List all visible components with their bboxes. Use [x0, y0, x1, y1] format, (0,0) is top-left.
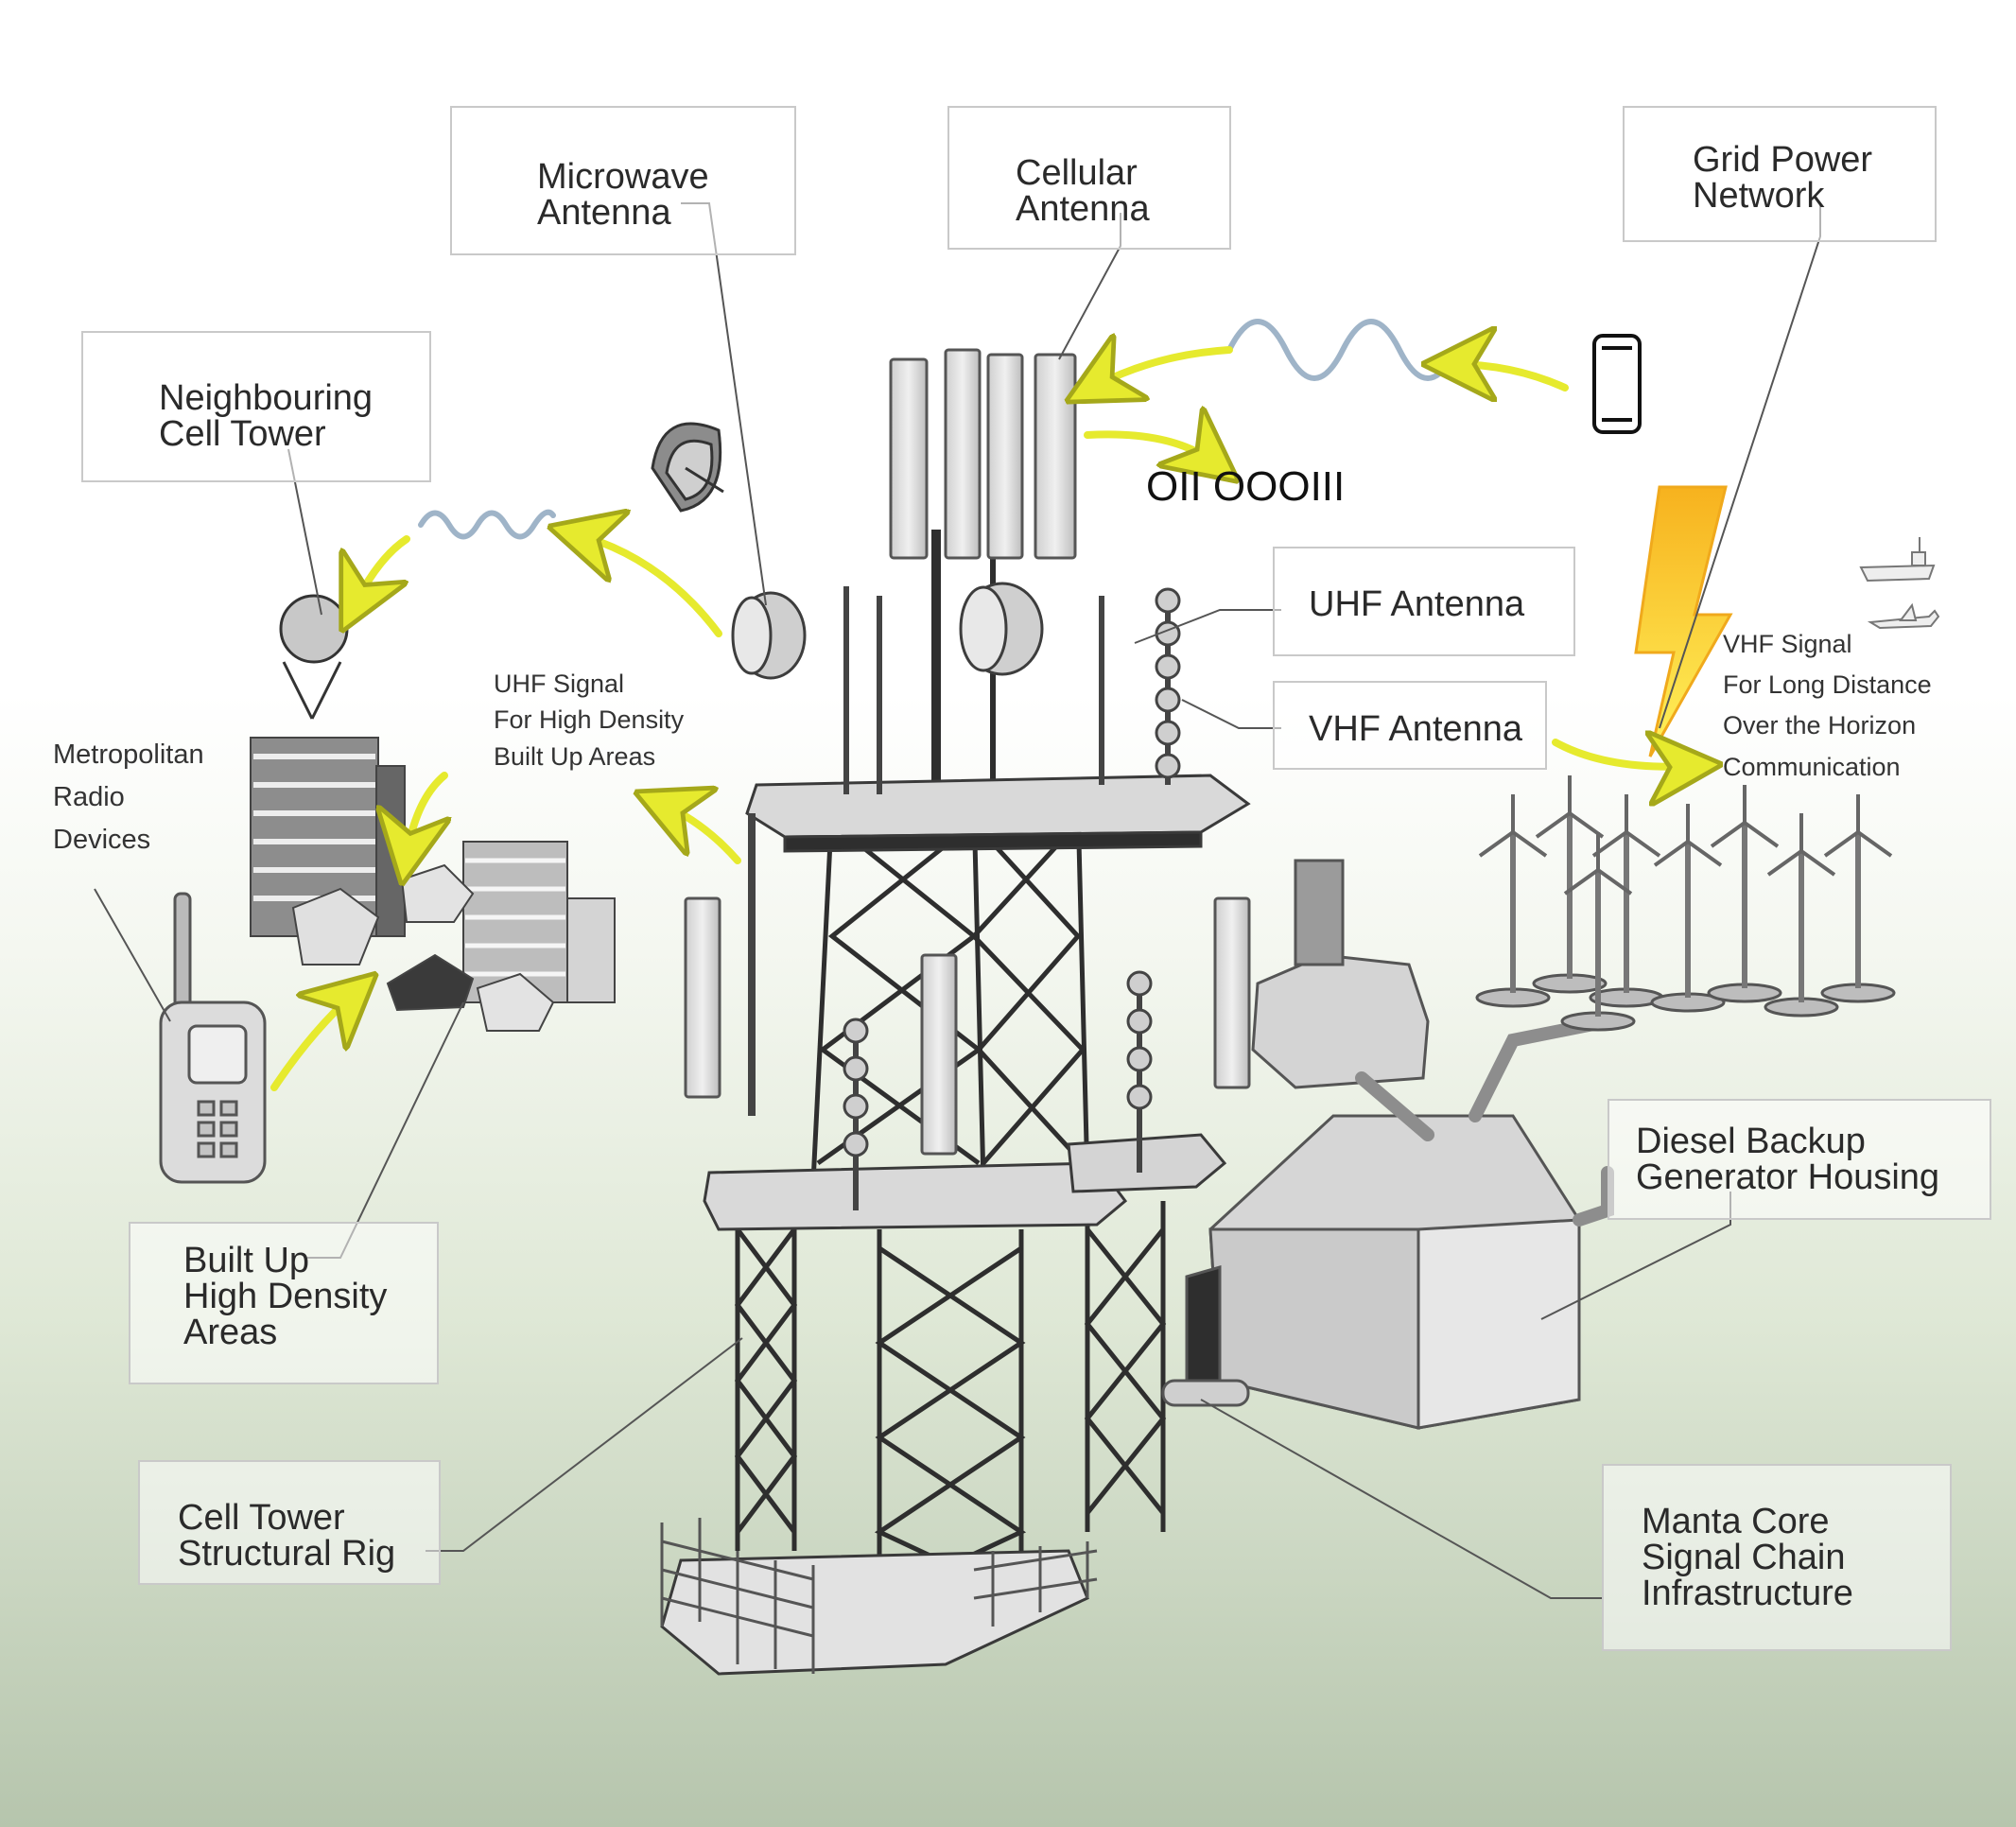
label-diesel-backup-text: Diesel Backup Generator Housing	[1636, 1122, 1940, 1197]
label-built-up-areas-text: Built Up High Density Areas	[183, 1241, 388, 1352]
label-built-up-areas: Built Up High Density Areas	[129, 1222, 439, 1384]
label-cellular-antenna: Cellular Antenna	[947, 106, 1231, 250]
generator-housing	[1161, 859, 1581, 1430]
label-vhf-antenna-text: VHF Antenna	[1309, 709, 1523, 749]
cellular-antenna-panels	[684, 348, 1251, 1156]
label-structural-rig: Cell Tower Structural Rig	[138, 1460, 441, 1585]
signal-waves	[418, 319, 1459, 540]
lightning-bolt-icon	[1634, 485, 1733, 757]
cell-tower-structure	[734, 530, 1167, 1608]
label-manta-core: Manta Core Signal Chain Infrastructure	[1602, 1464, 1952, 1651]
aircraft-icon	[1867, 602, 1940, 630]
walkie-talkie-icon	[159, 892, 267, 1184]
label-neighbouring-cell-tower: Neighbouring Cell Tower	[81, 331, 431, 482]
label-grid-power-network: Grid Power Network	[1623, 106, 1937, 242]
label-metropolitan-radio-devices: Metropolitan Radio Devices	[53, 740, 204, 855]
label-vhf-antenna: VHF Antenna	[1273, 681, 1547, 770]
neighbouring-tower-model	[279, 594, 349, 720]
satellite-dish-icon	[651, 422, 724, 513]
ship-icon	[1859, 537, 1936, 583]
label-uhf-antenna: UHF Antenna	[1273, 547, 1575, 656]
microwave-dishes	[731, 582, 1044, 680]
signal-arrows	[270, 350, 1693, 1091]
label-grid-power-network-text: Grid Power Network	[1693, 140, 1873, 216]
label-microwave-antenna-text: Microwave Antenna	[537, 157, 709, 233]
uhf-signal-note: UHF Signal For High Density Built Up Are…	[494, 670, 685, 771]
label-microwave-antenna: Microwave Antenna	[450, 106, 796, 255]
mobile-phone-icon	[1592, 334, 1642, 434]
label-uhf-antenna-text: UHF Antenna	[1309, 584, 1525, 624]
label-diesel-backup: Diesel Backup Generator Housing	[1608, 1099, 1991, 1220]
base-railing	[660, 1518, 1098, 1674]
building-icon	[250, 737, 616, 1032]
wind-turbine-icon	[1475, 775, 1896, 1032]
label-structural-rig-text: Cell Tower Structural Rig	[178, 1498, 396, 1574]
antenna-stacks	[748, 586, 1181, 1210]
tower-platforms	[660, 774, 1251, 1676]
binary-readout: OII OOOIII	[1146, 463, 1346, 510]
vhf-signal-note: VHF Signal For Long Distance Over the Ho…	[1723, 630, 1932, 781]
label-manta-core-text: Manta Core Signal Chain Infrastructure	[1642, 1502, 1853, 1613]
label-neighbouring-cell-tower-text: Neighbouring Cell Tower	[159, 378, 374, 454]
label-cellular-antenna-text: Cellular Antenna	[1016, 153, 1150, 229]
